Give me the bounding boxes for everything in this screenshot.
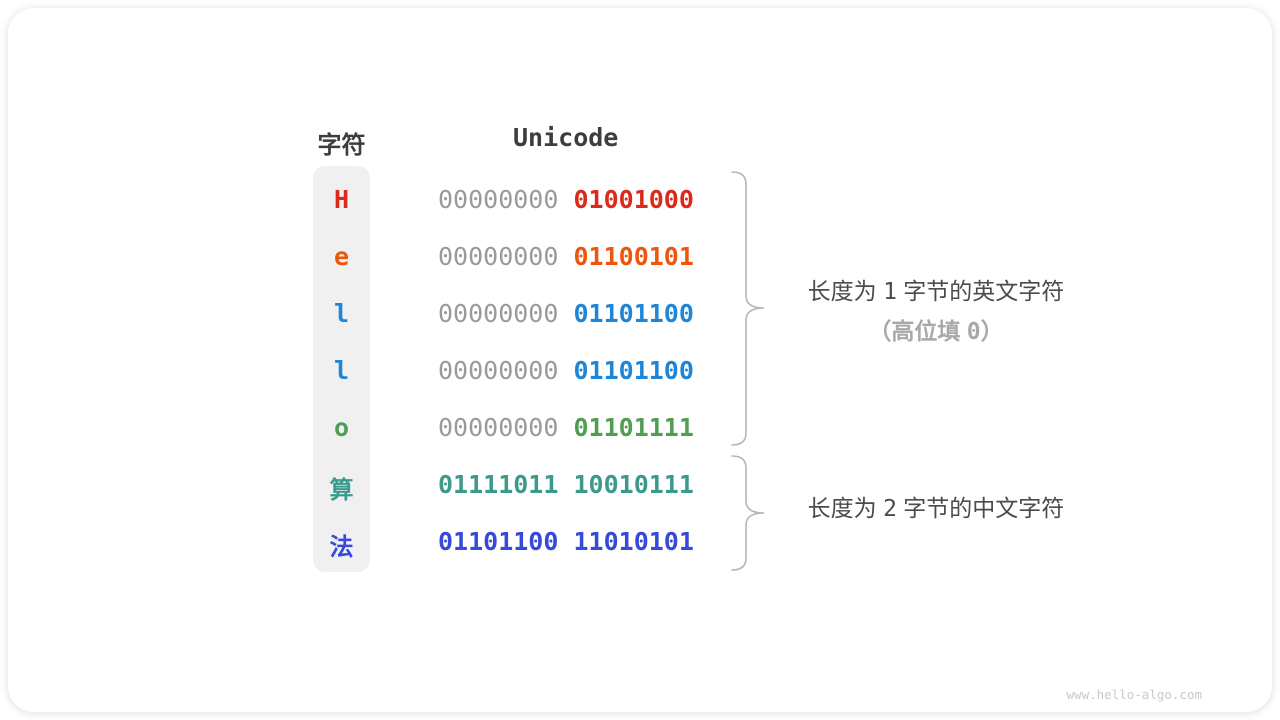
unicode-binary: 01111011 10010111 [438,470,694,499]
char-cell: o [333,413,350,442]
diagram-card: 字符 Unicode H 00000000 01001000 e 00000000 0… [8,8,1272,712]
char-column-background [313,166,370,572]
byte-low: 11010101 [573,527,694,556]
byte-low: 01001000 [573,185,694,214]
byte-high: 01111011 [438,470,559,499]
char-cell: l [333,356,350,385]
table-row: e 00000000 01100101 [8,242,1272,272]
brace-group2 [731,455,765,571]
char-column-header: 字符 [317,132,366,159]
unicode-binary: 00000000 01101111 [438,413,694,442]
byte-low: 01101100 [573,356,694,385]
byte-high: 00000000 [438,185,559,214]
byte-high: 01101100 [438,527,559,556]
byte-high: 00000000 [438,242,559,271]
char-cell: 法 [329,534,354,561]
char-cell: 算 [329,477,354,504]
table-row: l 00000000 01101100 [8,299,1272,329]
char-cell: l [333,299,350,328]
brace-group1 [731,171,765,446]
table-row: l 00000000 01101100 [8,356,1272,386]
char-cell: H [333,185,350,214]
byte-low: 01101111 [573,413,694,442]
byte-high: 00000000 [438,413,559,442]
byte-high: 00000000 [438,356,559,385]
watermark: www.hello-algo.com [1066,687,1202,702]
table-row: 算 01111011 10010111 [8,470,1272,504]
table-row: H 00000000 01001000 [8,185,1272,215]
unicode-binary: 00000000 01100101 [438,242,694,271]
table-row: 法 01101100 11010101 [8,527,1272,561]
table-row: o 00000000 01101111 [8,413,1272,443]
annotation-chinese-chars: 长度为 2 字节的中文字符 [778,493,1094,524]
annotation-english-chars: 长度为 1 字节的英文字符 （高位填 0） [778,276,1094,347]
annotation-line: 长度为 2 字节的中文字符 [807,495,1065,522]
annotation-subline: （高位填 0） [868,318,1004,345]
byte-low: 01101100 [573,299,694,328]
char-cell: e [333,242,350,271]
annotation-line: 长度为 1 字节的英文字符 [807,278,1065,305]
byte-low: 01100101 [573,242,694,271]
byte-high: 00000000 [438,299,559,328]
unicode-binary: 01101100 11010101 [438,527,694,556]
unicode-column-header: Unicode [513,123,619,152]
unicode-binary: 00000000 01001000 [438,185,694,214]
unicode-binary: 00000000 01101100 [438,356,694,385]
grouping-braces [731,171,765,571]
unicode-binary: 00000000 01101100 [438,299,694,328]
byte-low: 10010111 [573,470,694,499]
